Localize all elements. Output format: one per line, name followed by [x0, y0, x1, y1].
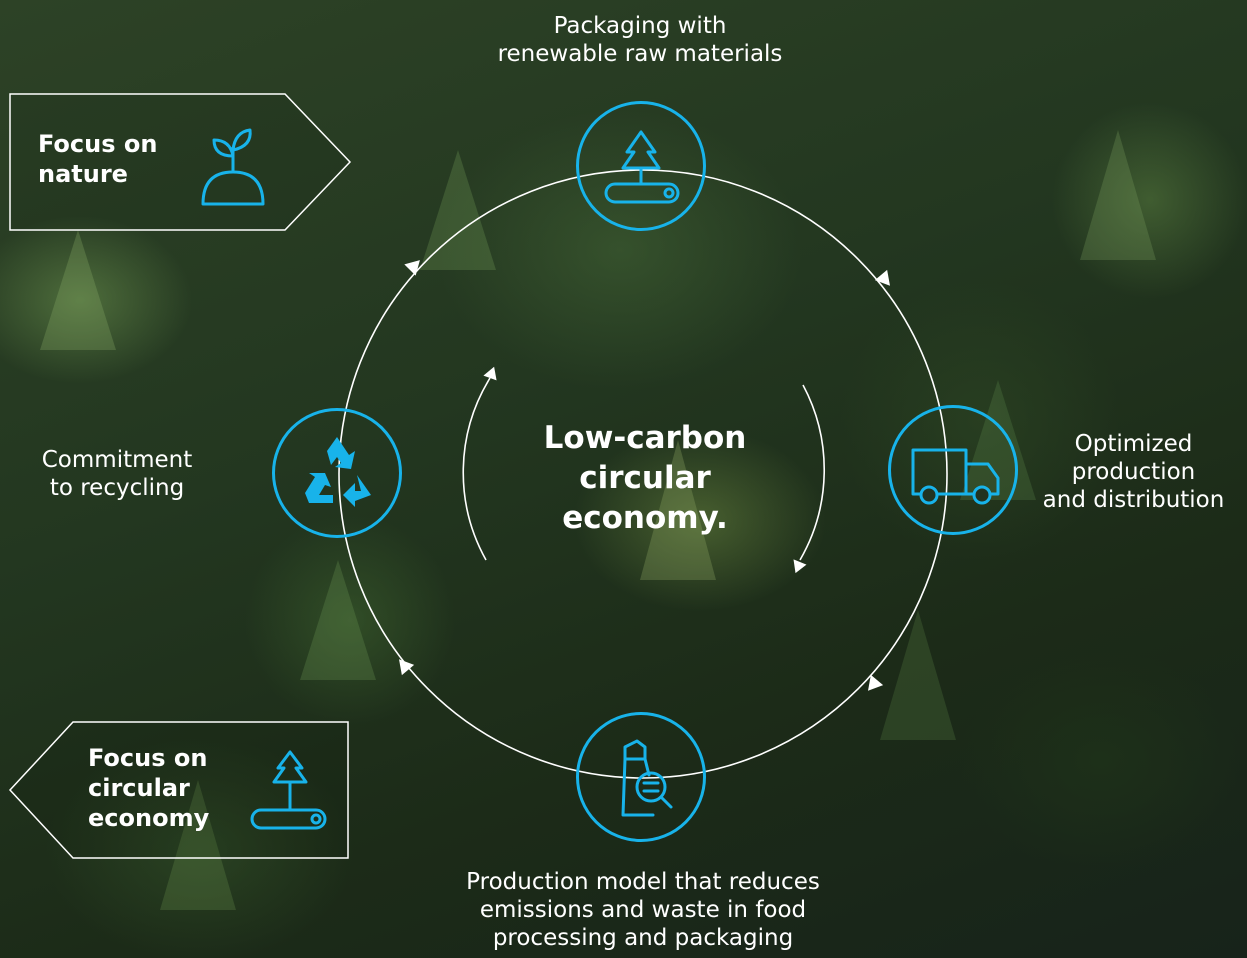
center-title-line: Low-carbon — [543, 420, 747, 456]
tree-silhouette — [300, 560, 376, 680]
tree-silhouette — [420, 150, 496, 270]
tree-silhouette — [640, 440, 716, 580]
delivery-truck-icon — [911, 448, 1000, 505]
label-line: emissions and waste in food — [479, 897, 807, 923]
tag-line: economy — [88, 804, 210, 832]
node-recycling — [272, 408, 402, 538]
tree-silhouette — [40, 230, 116, 350]
label-line: to recycling — [49, 475, 185, 501]
label-distribution: Optimized production and distribution — [1020, 430, 1247, 514]
arrow-head — [793, 559, 807, 574]
arrow-head — [868, 674, 884, 691]
recycle-icon — [305, 437, 371, 507]
tree-silhouette — [880, 610, 956, 740]
inner-arc-left — [462, 377, 491, 561]
tree-silhouette — [160, 780, 236, 910]
center-title: Low-carbon circular economy. — [510, 418, 780, 538]
label-line: and distribution — [1042, 487, 1225, 513]
tag-focus-circular: Focus on circular economy — [88, 743, 209, 833]
tree-silhouette — [1080, 130, 1156, 260]
label-production: Production model that reduces emissions … — [400, 868, 886, 952]
label-line: production — [1071, 459, 1196, 485]
tag-line: Focus on — [38, 130, 158, 158]
center-title-line: circular — [579, 460, 711, 496]
tag-line: circular — [88, 774, 190, 802]
tag-outline-circular — [8, 721, 349, 859]
tree-conveyor-icon — [250, 750, 327, 830]
tree-conveyor-icon — [604, 130, 680, 204]
label-line: Commitment — [41, 447, 193, 473]
arrow-head — [404, 260, 420, 276]
arrow-head — [483, 366, 497, 381]
center-title-line: economy. — [562, 500, 728, 536]
arrow-head — [399, 659, 415, 676]
tag-line: nature — [38, 160, 128, 188]
label-line: renewable raw materials — [497, 41, 783, 67]
label-recycling: Commitment to recycling — [12, 446, 222, 502]
tag-focus-nature: Focus on nature — [38, 129, 157, 189]
sprout-icon — [201, 128, 265, 206]
arrow-head — [874, 269, 890, 286]
label-line: Packaging with — [553, 13, 727, 39]
tag-line: Focus on — [88, 744, 208, 772]
node-distribution — [888, 405, 1018, 535]
label-line: Production model that reduces — [466, 869, 820, 895]
package-inspection-icon — [621, 739, 673, 817]
label-packaging: Packaging with renewable raw materials — [440, 12, 840, 68]
tag-outline-nature — [9, 93, 352, 231]
label-line: Optimized — [1074, 431, 1193, 457]
inner-arc-right — [799, 384, 826, 561]
node-packaging — [576, 101, 706, 231]
label-line: processing and packaging — [492, 925, 794, 951]
node-production — [576, 712, 706, 842]
